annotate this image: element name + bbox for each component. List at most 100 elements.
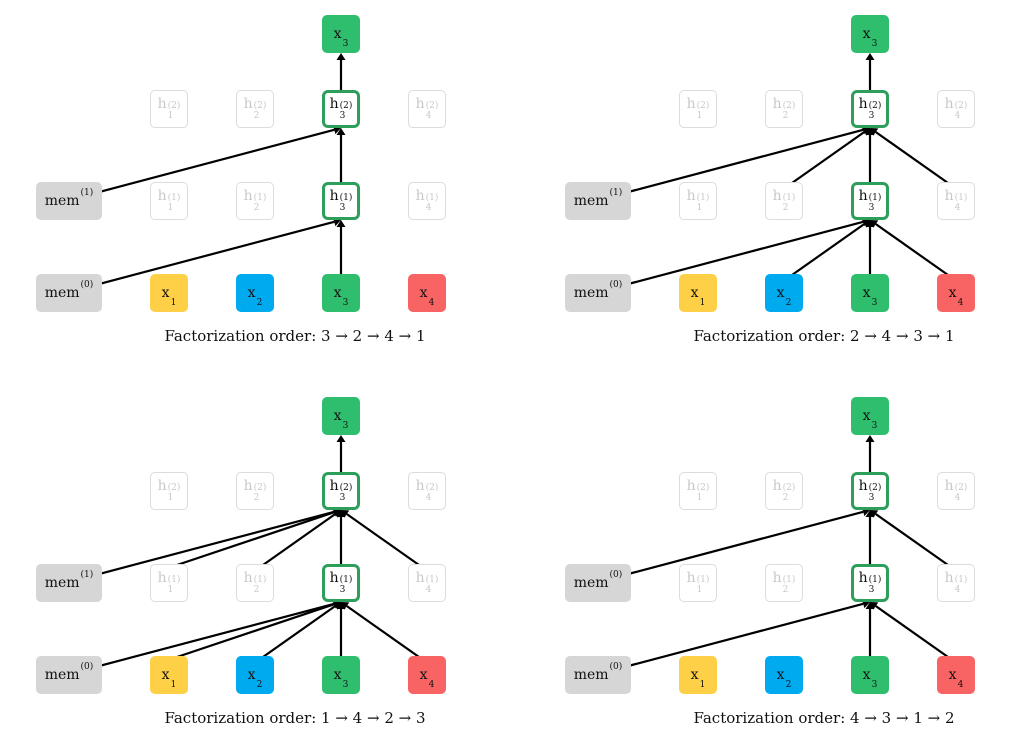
- hidden-l1-h1: h(1)1: [679, 564, 717, 602]
- hidden-l1-h3-sup: (1): [339, 575, 353, 585]
- output-x3-base: x: [333, 408, 342, 424]
- hidden-l1-h4: h(1)4: [408, 564, 446, 602]
- hidden-l2-h4-sub: 4: [954, 111, 961, 121]
- hidden-l1-h2-sup: (1): [253, 193, 267, 203]
- hidden-l2-h4-base: h: [944, 478, 954, 494]
- token-x3-base: x: [862, 285, 871, 301]
- arrow-h4l1-to-h3l2-head: [870, 128, 879, 136]
- arrow-x1-to-h3l1: [176, 603, 335, 659]
- arrow-x2-to-h3l1-head: [332, 602, 341, 610]
- hidden-l2-h4-sup: (2): [954, 483, 968, 493]
- hidden-l1-h3-base: h: [858, 570, 868, 586]
- output-x3-base: x: [862, 26, 871, 42]
- token-x4: x4: [937, 656, 975, 694]
- hidden-l1-h4-sup: (1): [954, 193, 968, 203]
- token-x1: x1: [679, 656, 717, 694]
- hidden-l2-h3-sup: (2): [868, 483, 882, 493]
- output-x3-sub: 3: [342, 38, 349, 49]
- token-x2-sub: 2: [256, 297, 263, 308]
- arrow-mem-to-h3l1: [597, 220, 864, 294]
- token-x3-base: x: [333, 667, 342, 683]
- token-x2-sub: 2: [256, 679, 263, 690]
- token-x4-base: x: [419, 285, 428, 301]
- hidden-l2-h2: h(2)2: [236, 90, 274, 128]
- token-x2-base: x: [247, 285, 256, 301]
- hidden-l1-h4-sup: (1): [425, 575, 439, 585]
- token-x1-base: x: [690, 667, 699, 683]
- token-x3: x3: [851, 274, 889, 312]
- hidden-l1-h4-sub: 4: [954, 203, 961, 213]
- hidden-l2-h1-base: h: [686, 478, 696, 494]
- output-x3-base: x: [862, 408, 871, 424]
- hidden-l2-h4: h(2)4: [937, 472, 975, 510]
- hidden-l2-h2-sub: 2: [782, 493, 789, 503]
- token-x1-base: x: [161, 667, 170, 683]
- token-x1-base: x: [161, 285, 170, 301]
- arrow-h3-to-output-head: [865, 435, 875, 442]
- factorization-order-caption: Factorization order: 4 → 3 → 1 → 2: [693, 709, 955, 727]
- hidden-l2-h3: h(2)3: [851, 472, 889, 510]
- hidden-l1-h1-sub: 1: [167, 203, 174, 213]
- hidden-l2-h4-base: h: [944, 96, 954, 112]
- factorization-order-caption: Factorization order: 2 → 4 → 3 → 1: [693, 327, 955, 345]
- hidden-l1-h4: h(1)4: [408, 182, 446, 220]
- hidden-l2-h1-sup: (2): [696, 483, 710, 493]
- hidden-l1-h2-sub: 2: [253, 585, 260, 595]
- hidden-l2-h4-base: h: [415, 478, 425, 494]
- hidden-l2-h3-sub: 3: [868, 493, 875, 503]
- hidden-l2-h1-sub: 1: [167, 111, 174, 121]
- memory-top-sup: (0): [609, 570, 623, 581]
- hidden-l2-h1: h(2)1: [150, 90, 188, 128]
- arrow-h4l1-to-h3l2-head: [341, 510, 350, 518]
- hidden-l1-h2-sup: (1): [782, 193, 796, 203]
- token-x3-sub: 3: [871, 679, 878, 690]
- token-x3: x3: [851, 656, 889, 694]
- token-x1-sub: 1: [699, 297, 706, 308]
- memory-top: mem(1): [36, 564, 102, 602]
- hidden-l1-h2-sub: 2: [782, 585, 789, 595]
- hidden-l2-h1-sub: 1: [696, 111, 703, 121]
- memory-top-sup: (1): [80, 188, 94, 199]
- hidden-l1-h2-sub: 2: [782, 203, 789, 213]
- arrow-mem-to-h3l1: [68, 602, 335, 676]
- hidden-l2-h4: h(2)4: [408, 90, 446, 128]
- hidden-l1-h1-sub: 1: [167, 585, 174, 595]
- token-x4: x4: [408, 274, 446, 312]
- arrow-mem-to-h3l2: [68, 510, 335, 584]
- hidden-l2-h3-sub: 3: [339, 111, 346, 121]
- hidden-l2-h1-sup: (2): [167, 101, 181, 111]
- hidden-l2-h4-sup: (2): [425, 483, 439, 493]
- token-x3-sub: 3: [342, 679, 349, 690]
- token-x2-base: x: [247, 667, 256, 683]
- memory-bottom-sup: (0): [609, 280, 623, 291]
- memory-top-base: mem: [573, 575, 609, 591]
- hidden-l2-h1-sub: 1: [167, 493, 174, 503]
- hidden-l2-h3-sub: 3: [868, 111, 875, 121]
- hidden-l1-h4-sub: 4: [425, 585, 432, 595]
- arrow-x2-to-h3l1-head: [861, 220, 870, 228]
- hidden-l2-h3-sup: (2): [339, 101, 353, 111]
- hidden-l2-h2-base: h: [772, 96, 782, 112]
- output-x3-sub: 3: [871, 420, 878, 431]
- hidden-l1-h2: h(1)2: [236, 564, 274, 602]
- factorization-order-caption: Factorization order: 1 → 4 → 2 → 3: [164, 709, 426, 727]
- hidden-l2-h1: h(2)1: [679, 472, 717, 510]
- arrow-h4l1-to-h3l2: [875, 513, 949, 566]
- hidden-l2-h3-sup: (2): [339, 483, 353, 493]
- arrow-h2l1-to-h3l2-head: [861, 128, 870, 136]
- token-x4-sub: 4: [957, 297, 964, 308]
- token-x4-base: x: [419, 667, 428, 683]
- hidden-l1-h2: h(1)2: [765, 564, 803, 602]
- token-x4-base: x: [948, 667, 957, 683]
- token-x3-base: x: [333, 285, 342, 301]
- hidden-l1-h4-base: h: [415, 570, 425, 586]
- memory-bottom-base: mem: [573, 667, 609, 683]
- arrow-mem-to-h3l1: [68, 220, 335, 294]
- hidden-l1-h4-base: h: [415, 188, 425, 204]
- hidden-l1-h4-sup: (1): [954, 575, 968, 585]
- arrow-x2-to-h3l1: [262, 605, 336, 658]
- arrow-x4-to-h3l1-head: [870, 220, 879, 228]
